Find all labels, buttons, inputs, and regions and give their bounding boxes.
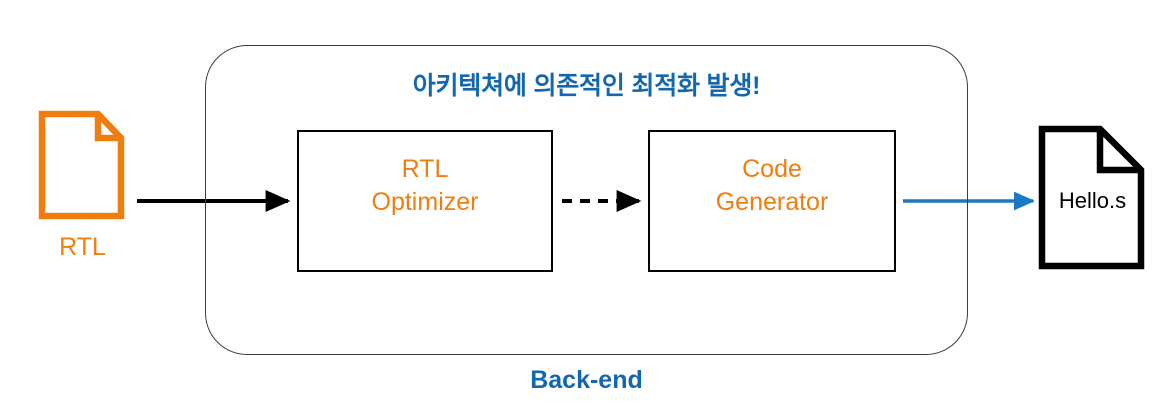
process-box-code-generator[interactable]: Code Generator: [648, 130, 896, 272]
process-box-rtl-optimizer-label: RTL Optimizer: [371, 155, 479, 216]
hello-s-file-label: Hello.s: [1058, 188, 1127, 213]
process-box-rtl-optimizer[interactable]: RTL Optimizer: [297, 130, 553, 272]
hello-s-file-icon: [1038, 125, 1145, 270]
rtl-file-icon: [38, 110, 125, 220]
back-end-group-boundary: [205, 45, 968, 355]
architecture-dependent-optimization-note: 아키텍쳐에 의존적인 최적화 발생!: [412, 72, 761, 100]
back-end-caption: Back-end: [530, 366, 643, 394]
rtl-file-label: RTL: [59, 233, 106, 261]
process-box-code-generator-label: Code Generator: [715, 155, 829, 216]
